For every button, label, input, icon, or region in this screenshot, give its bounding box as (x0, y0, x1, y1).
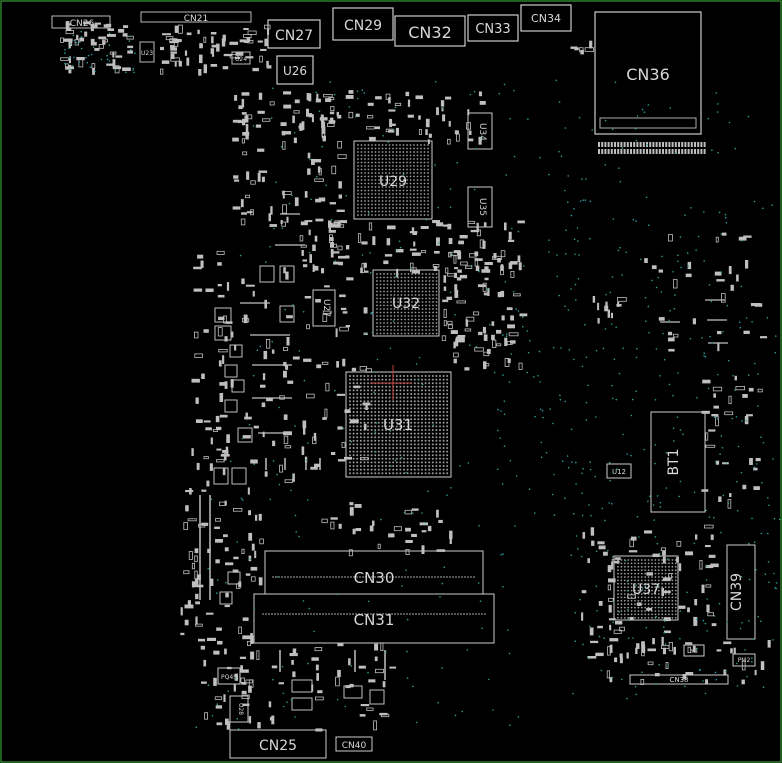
cn40-label: CN40 (342, 741, 367, 751)
cn30-label: CN30 (354, 569, 395, 587)
cn27-label: CN27 (275, 28, 313, 44)
cn31-label: CN31 (354, 611, 395, 629)
chip-u28: U28 (229, 695, 249, 723)
connector-cn38: CN38 (629, 674, 729, 685)
cn38-label: CN38 (669, 676, 688, 684)
u28-label: U28 (237, 703, 244, 715)
cn39-label: CN39 (729, 573, 745, 611)
cn25-label: CN25 (259, 738, 297, 754)
chip-u35: U35 (467, 186, 493, 228)
u26-label: U26 (283, 64, 307, 78)
battery-bt1: BT1 (650, 411, 706, 513)
cn36-label: CN36 (626, 65, 670, 84)
connector-cn26: CN26 (51, 15, 111, 29)
chip-u26: U26 (276, 55, 314, 85)
cn32-label: CN32 (408, 23, 452, 42)
u31-label: U31 (383, 416, 413, 434)
cn21-label: CN21 (184, 14, 208, 24)
cn33-label: CN33 (475, 22, 510, 37)
connector-cn33: CN33 (467, 14, 519, 42)
connector-cn39: CN39 (726, 544, 756, 640)
connector-cn27: CN27 (267, 19, 321, 49)
u29-label: U29 (379, 174, 407, 190)
u34-label: U34 (477, 123, 487, 141)
u35-label: U35 (477, 198, 487, 216)
u12-label: U12 (612, 468, 626, 476)
pq45-label: PQ45 (221, 674, 237, 681)
bga-u29: U29 (353, 140, 433, 220)
connector-cn34: CN34 (520, 4, 572, 32)
cn34-label: CN34 (531, 12, 561, 25)
bga-u31: U31 (345, 365, 452, 478)
u27-label: U27 (321, 299, 331, 317)
u24-label: U24 (235, 56, 247, 63)
connector-cn30: CN30 (264, 550, 484, 595)
chip-u23: U23 (139, 41, 155, 63)
pm2-label: PM2 (738, 657, 751, 664)
connector-cn25: CN25 (229, 729, 327, 759)
connector-cn32: CN32 (394, 15, 466, 47)
chip-pm2: PM2 (732, 653, 756, 667)
u37-label: U37 (632, 582, 660, 598)
connector-cn29: CN29 (332, 7, 394, 41)
cn26-label: CN26 (70, 19, 95, 29)
bga-u37: U37 (613, 555, 679, 621)
chip-u12: U12 (606, 463, 632, 479)
bga-u32: U32 (372, 269, 440, 337)
cn36-pin-row (598, 142, 706, 154)
connector-cn31: CN31 (253, 593, 495, 644)
connector-cn40: CN40 (335, 736, 373, 752)
passive-components (60, 21, 771, 732)
via-dots (64, 30, 781, 730)
chip-u27: U27 (312, 289, 336, 327)
cn29-label: CN29 (344, 18, 382, 34)
u23-label: U23 (141, 50, 153, 57)
u32-label: U32 (392, 296, 420, 312)
bt1-label: BT1 (666, 448, 682, 475)
connector-cn36: CN36 (594, 11, 702, 135)
chip-u34: U34 (467, 112, 493, 150)
connector-cn21: CN21 (140, 11, 252, 24)
